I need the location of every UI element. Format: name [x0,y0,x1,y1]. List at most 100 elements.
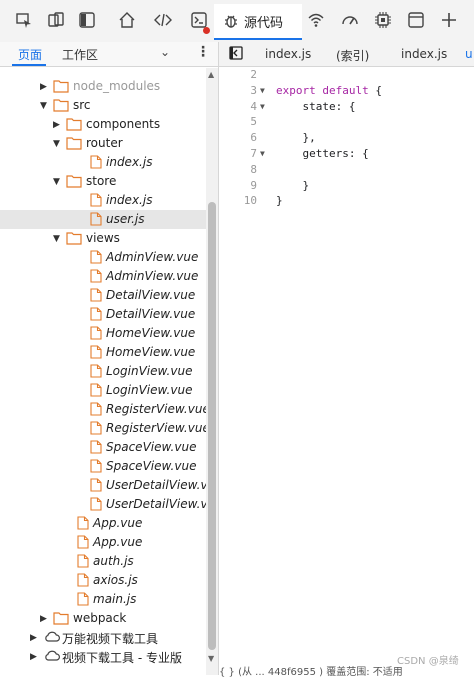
editor-tab-index-js[interactable]: index.js [265,47,312,61]
chevron-down-icon[interactable]: ⌄ [160,45,171,59]
scrollbar-thumb[interactable] [208,202,216,650]
tab-page[interactable]: 页面 [18,48,43,62]
file-icon [90,440,106,454]
tree-item-label: views [86,231,120,245]
code-line: }, [276,131,316,145]
tree-item-label: DetailView.vue [106,288,196,302]
file-icon [90,402,106,416]
fold-arrow-icon[interactable]: ▼ [260,149,265,158]
tree-item[interactable]: ▶node_modules [0,77,206,96]
tree-item[interactable]: App.vue [0,533,206,552]
fold-arrow-icon[interactable]: ▼ [260,85,265,95]
elements-code-icon[interactable] [151,8,175,32]
tree-item[interactable]: ▶万能视频下载工具 [0,628,206,647]
memory-chip-icon[interactable] [371,8,395,32]
devtools-toolbar: 源代码 [0,0,474,43]
tree-item[interactable]: ▼src [0,96,206,115]
line-number: 4 [250,99,257,113]
collapse-arrow-icon[interactable]: ▶ [30,633,37,643]
file-icon [77,573,93,587]
dock-panel-icon[interactable] [75,8,99,32]
tree-item[interactable]: ▼ views [0,229,206,248]
tree-item-label: index.js [106,155,153,169]
collapse-arrow-icon[interactable]: ▶ [40,82,47,92]
console-icon[interactable] [187,8,211,32]
collapse-arrow-icon[interactable]: ▶ [40,614,47,624]
tree-item[interactable]: RegisterView.vue [0,419,210,438]
line-number: 2 [250,68,257,81]
folder-icon [53,611,69,625]
add-tool-icon[interactable] [437,8,461,32]
tree-item[interactable]: App.vue [0,514,206,533]
file-icon [90,212,106,226]
editor-tab-user-js[interactable]: u [465,47,473,61]
tree-item[interactable]: DetailView.vue [0,286,206,305]
error-badge-icon [203,27,210,34]
expand-arrow-icon[interactable]: ▼ [53,234,60,244]
line-number: 8 [250,162,257,176]
tree-item-label: RegisterView.vue [106,421,210,435]
scroll-up-arrow-icon[interactable]: ▲ [208,70,215,79]
tree-item[interactable]: ▶webpack [0,609,206,628]
tree-item[interactable]: SpaceView.vue [0,457,206,476]
tree-item[interactable]: ▶components [0,115,206,134]
performance-icon[interactable] [338,8,362,32]
tree-item-label: App.vue [93,516,143,530]
tree-item[interactable]: auth.js [0,552,206,571]
tree-item[interactable]: axios.js [0,571,206,590]
file-icon [77,592,93,606]
editor-tab-index-js-2[interactable]: index.js [401,47,448,61]
tab-sources[interactable]: 源代码 [214,4,302,40]
expand-arrow-icon[interactable]: ▼ [53,139,60,149]
code-line: getters: { [276,147,369,160]
tree-item[interactable]: ▼store [0,172,206,191]
collapse-arrow-icon[interactable]: ▶ [30,652,37,662]
line-number: 7 [250,147,257,160]
tree-item[interactable]: HomeView.vue [0,324,206,343]
tab-workspace[interactable]: 工作区 [62,48,99,62]
tree-item[interactable]: index.js [0,153,206,172]
tree-item[interactable]: user.js [0,210,206,229]
tree-item[interactable]: UserDetailView.vue [0,495,218,514]
fold-arrow-icon[interactable]: ▼ [260,101,265,111]
tab-sources-label: 源代码 [244,15,284,31]
line-number: 10 [243,194,257,208]
tree-item[interactable]: UserDetailView.vue [0,476,218,495]
more-options-icon[interactable]: ⋮ [196,44,210,60]
file-icon [90,269,106,283]
tree-item[interactable]: LoginView.vue [0,362,206,381]
tree-item[interactable]: AdminView.vue [0,248,206,267]
tree-item[interactable]: SpaceView.vue [0,438,206,457]
tree-item[interactable]: RegisterView.vue [0,400,210,419]
watermark: CSDN @泉绮 [397,656,459,667]
toggle-navigator-icon[interactable] [229,46,243,60]
tree-item-label: 视频下载工具 - 专业版 [62,651,182,665]
device-toolbar-icon[interactable] [44,8,68,32]
tree-item[interactable]: LoginView.vue [0,381,206,400]
folder-icon [66,117,82,131]
inspect-element-icon[interactable] [12,8,36,32]
scroll-down-arrow-icon[interactable]: ▼ [208,654,215,663]
editor-tab-index[interactable]: (索引) [336,49,370,63]
tree-item[interactable]: index.js [0,191,206,210]
tree-item[interactable]: DetailView.vue [0,305,206,324]
expand-arrow-icon[interactable]: ▼ [53,177,60,187]
tree-item[interactable]: HomeView.vue [0,343,206,362]
collapse-arrow-icon[interactable]: ▶ [53,120,60,130]
tree-item[interactable]: AdminView.vue [0,267,206,286]
expand-arrow-icon[interactable]: ▼ [40,101,47,111]
tree-item[interactable]: ▼router [0,134,206,153]
home-icon[interactable] [115,8,139,32]
application-panel-icon[interactable] [404,8,428,32]
bug-icon [222,12,240,30]
file-icon [77,535,93,549]
line-number: 3 [250,83,257,97]
code-line: } [276,178,310,192]
tree-item[interactable]: ▶ 视频下载工具 - 专业版 [0,647,206,666]
network-wifi-icon[interactable] [304,8,328,32]
folder-icon [66,231,82,245]
tree-item[interactable]: main.js [0,590,206,609]
code-line: } [276,194,283,208]
tree-item-label: main.js [93,592,137,606]
